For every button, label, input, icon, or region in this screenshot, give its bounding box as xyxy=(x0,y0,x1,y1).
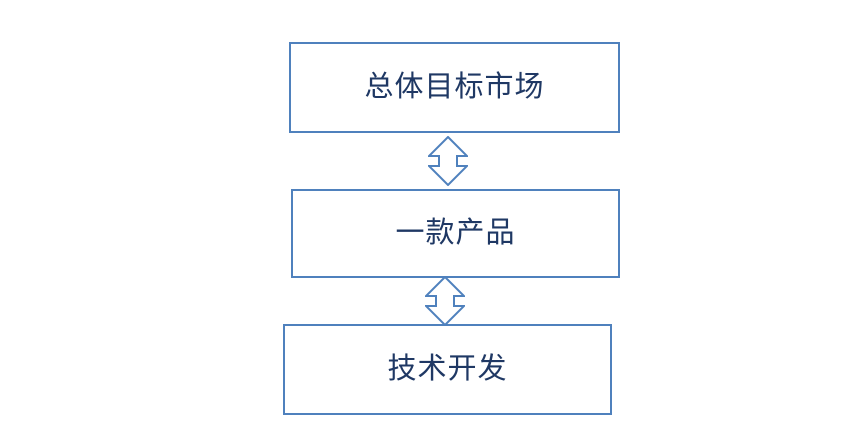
diagram-node-overall-target-market: 总体目标市场 xyxy=(289,42,620,133)
diagram-node-one-product: 一款产品 xyxy=(291,189,620,278)
up-down-arrow-icon xyxy=(428,136,468,186)
diagram-node-tech-development: 技术开发 xyxy=(283,324,612,415)
node-label-one-product: 一款产品 xyxy=(395,217,516,249)
up-down-arrow-icon xyxy=(425,276,465,326)
node-label-overall-target-market: 总体目标市场 xyxy=(364,71,545,103)
node-label-tech-development: 技术开发 xyxy=(387,353,508,385)
